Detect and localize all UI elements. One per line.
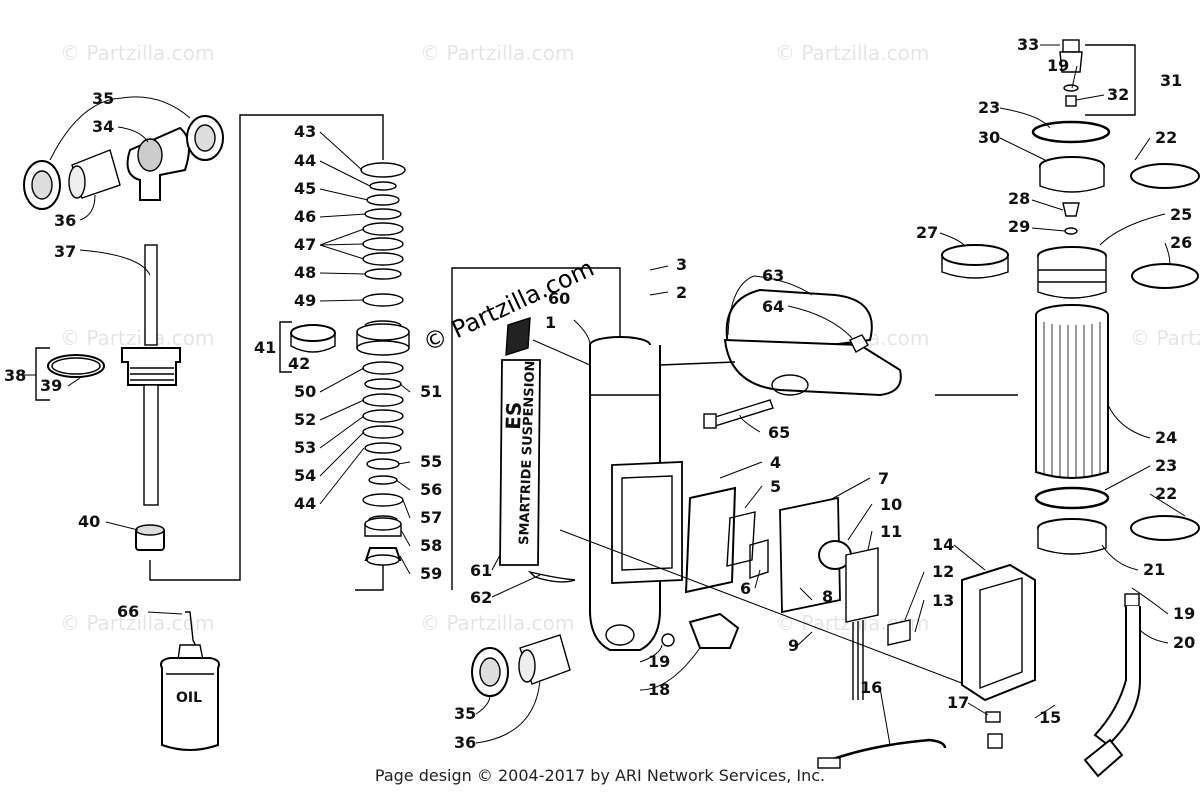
callout-36: 36	[54, 211, 76, 230]
callout-36: 36	[454, 733, 476, 752]
callout-43: 43	[294, 122, 316, 141]
watermark-text: © Partzilla.com	[60, 41, 214, 65]
callout-50: 50	[294, 382, 316, 401]
watermark-text: © Partzilla.com	[60, 611, 214, 635]
callout-61: 61	[470, 561, 492, 580]
callout-58: 58	[420, 536, 442, 555]
callout-27: 27	[916, 223, 938, 242]
callout-14: 14	[932, 535, 954, 554]
callout-1: 1	[545, 313, 556, 332]
callout-18: 18	[648, 680, 670, 699]
callout-20: 20	[1173, 633, 1195, 652]
callout-49: 49	[294, 291, 316, 310]
callout-66: 66	[117, 602, 139, 621]
callout-15: 15	[1039, 708, 1061, 727]
callout-35: 35	[454, 704, 476, 723]
callout-51: 51	[420, 382, 442, 401]
callout-5: 5	[770, 477, 781, 496]
callout-65: 65	[768, 423, 790, 442]
logo-strip-badge: ES	[501, 401, 526, 430]
callout-62: 62	[470, 588, 492, 607]
leader-lines	[22, 44, 1186, 746]
callout-16: 16	[860, 678, 882, 697]
callout-23: 23	[1155, 456, 1177, 475]
callout-19: 19	[1047, 56, 1069, 75]
callout-37: 37	[54, 242, 76, 261]
callout-45: 45	[294, 179, 316, 198]
callout-17: 17	[947, 693, 969, 712]
callout-13: 13	[932, 591, 954, 610]
callout-38: 38	[4, 366, 26, 385]
callout-7: 7	[878, 469, 889, 488]
callout-2: 2	[676, 283, 687, 302]
callout-12: 12	[932, 562, 954, 581]
callouts: 1 2 3 4 5 6 7 8 9 10 11 12 13 14 15 16 1…	[4, 35, 1195, 752]
callout-41: 41	[254, 338, 276, 357]
callout-56: 56	[420, 480, 442, 499]
callout-26: 26	[1170, 233, 1192, 252]
callout-59: 59	[420, 564, 442, 583]
watermark-text: © Partzilla.com	[775, 41, 929, 65]
callout-8: 8	[822, 587, 833, 606]
callout-35: 35	[92, 89, 114, 108]
callout-4: 4	[770, 453, 781, 472]
oil-bottle-label: OIL	[176, 690, 202, 706]
callout-11: 11	[880, 522, 902, 541]
callout-64: 64	[762, 297, 784, 316]
callout-52: 52	[294, 410, 316, 429]
callout-31: 31	[1160, 71, 1182, 90]
callout-19: 19	[648, 652, 670, 671]
callout-23: 23	[978, 98, 1000, 117]
callout-63: 63	[762, 266, 784, 285]
callout-46: 46	[294, 207, 316, 226]
callout-44: 44	[294, 494, 316, 513]
callout-55: 55	[420, 452, 442, 471]
logo-strip: SMARTRIDE SUSPENSION ES	[501, 360, 538, 545]
callout-48: 48	[294, 263, 316, 282]
footer-credit: Page design © 2004-2017 by ARI Network S…	[374, 766, 826, 785]
watermark-text: © Partzilla.com	[420, 41, 574, 65]
callout-22: 22	[1155, 128, 1177, 147]
callout-39: 39	[40, 376, 62, 395]
callout-25: 25	[1170, 205, 1192, 224]
callout-29: 29	[1008, 217, 1030, 236]
callout-34: 34	[92, 117, 114, 136]
callout-54: 54	[294, 466, 316, 485]
callout-60: 60	[548, 289, 570, 308]
callout-47: 47	[294, 235, 316, 254]
callout-42: 42	[288, 354, 310, 373]
callout-3: 3	[676, 255, 687, 274]
callout-33: 33	[1017, 35, 1039, 54]
callout-10: 10	[880, 495, 902, 514]
callout-9: 9	[788, 636, 799, 655]
line-art	[23, 39, 1200, 778]
callout-53: 53	[294, 438, 316, 457]
callout-40: 40	[78, 512, 100, 531]
callout-44: 44	[294, 151, 316, 170]
watermark-text: © Partzilla.com	[1130, 326, 1200, 350]
watermark-text: © Partzilla.com	[60, 326, 214, 350]
callout-22: 22	[1155, 484, 1177, 503]
watermark-text: © Partzilla.com	[420, 611, 574, 635]
callout-19: 19	[1173, 604, 1195, 623]
logo-strip-text: SMARTRIDE SUSPENSION	[517, 360, 538, 545]
callout-21: 21	[1143, 560, 1165, 579]
callout-28: 28	[1008, 189, 1030, 208]
callout-6: 6	[740, 579, 751, 598]
callout-57: 57	[420, 508, 442, 527]
callout-24: 24	[1155, 428, 1177, 447]
callout-30: 30	[978, 128, 1000, 147]
callout-32: 32	[1107, 85, 1129, 104]
